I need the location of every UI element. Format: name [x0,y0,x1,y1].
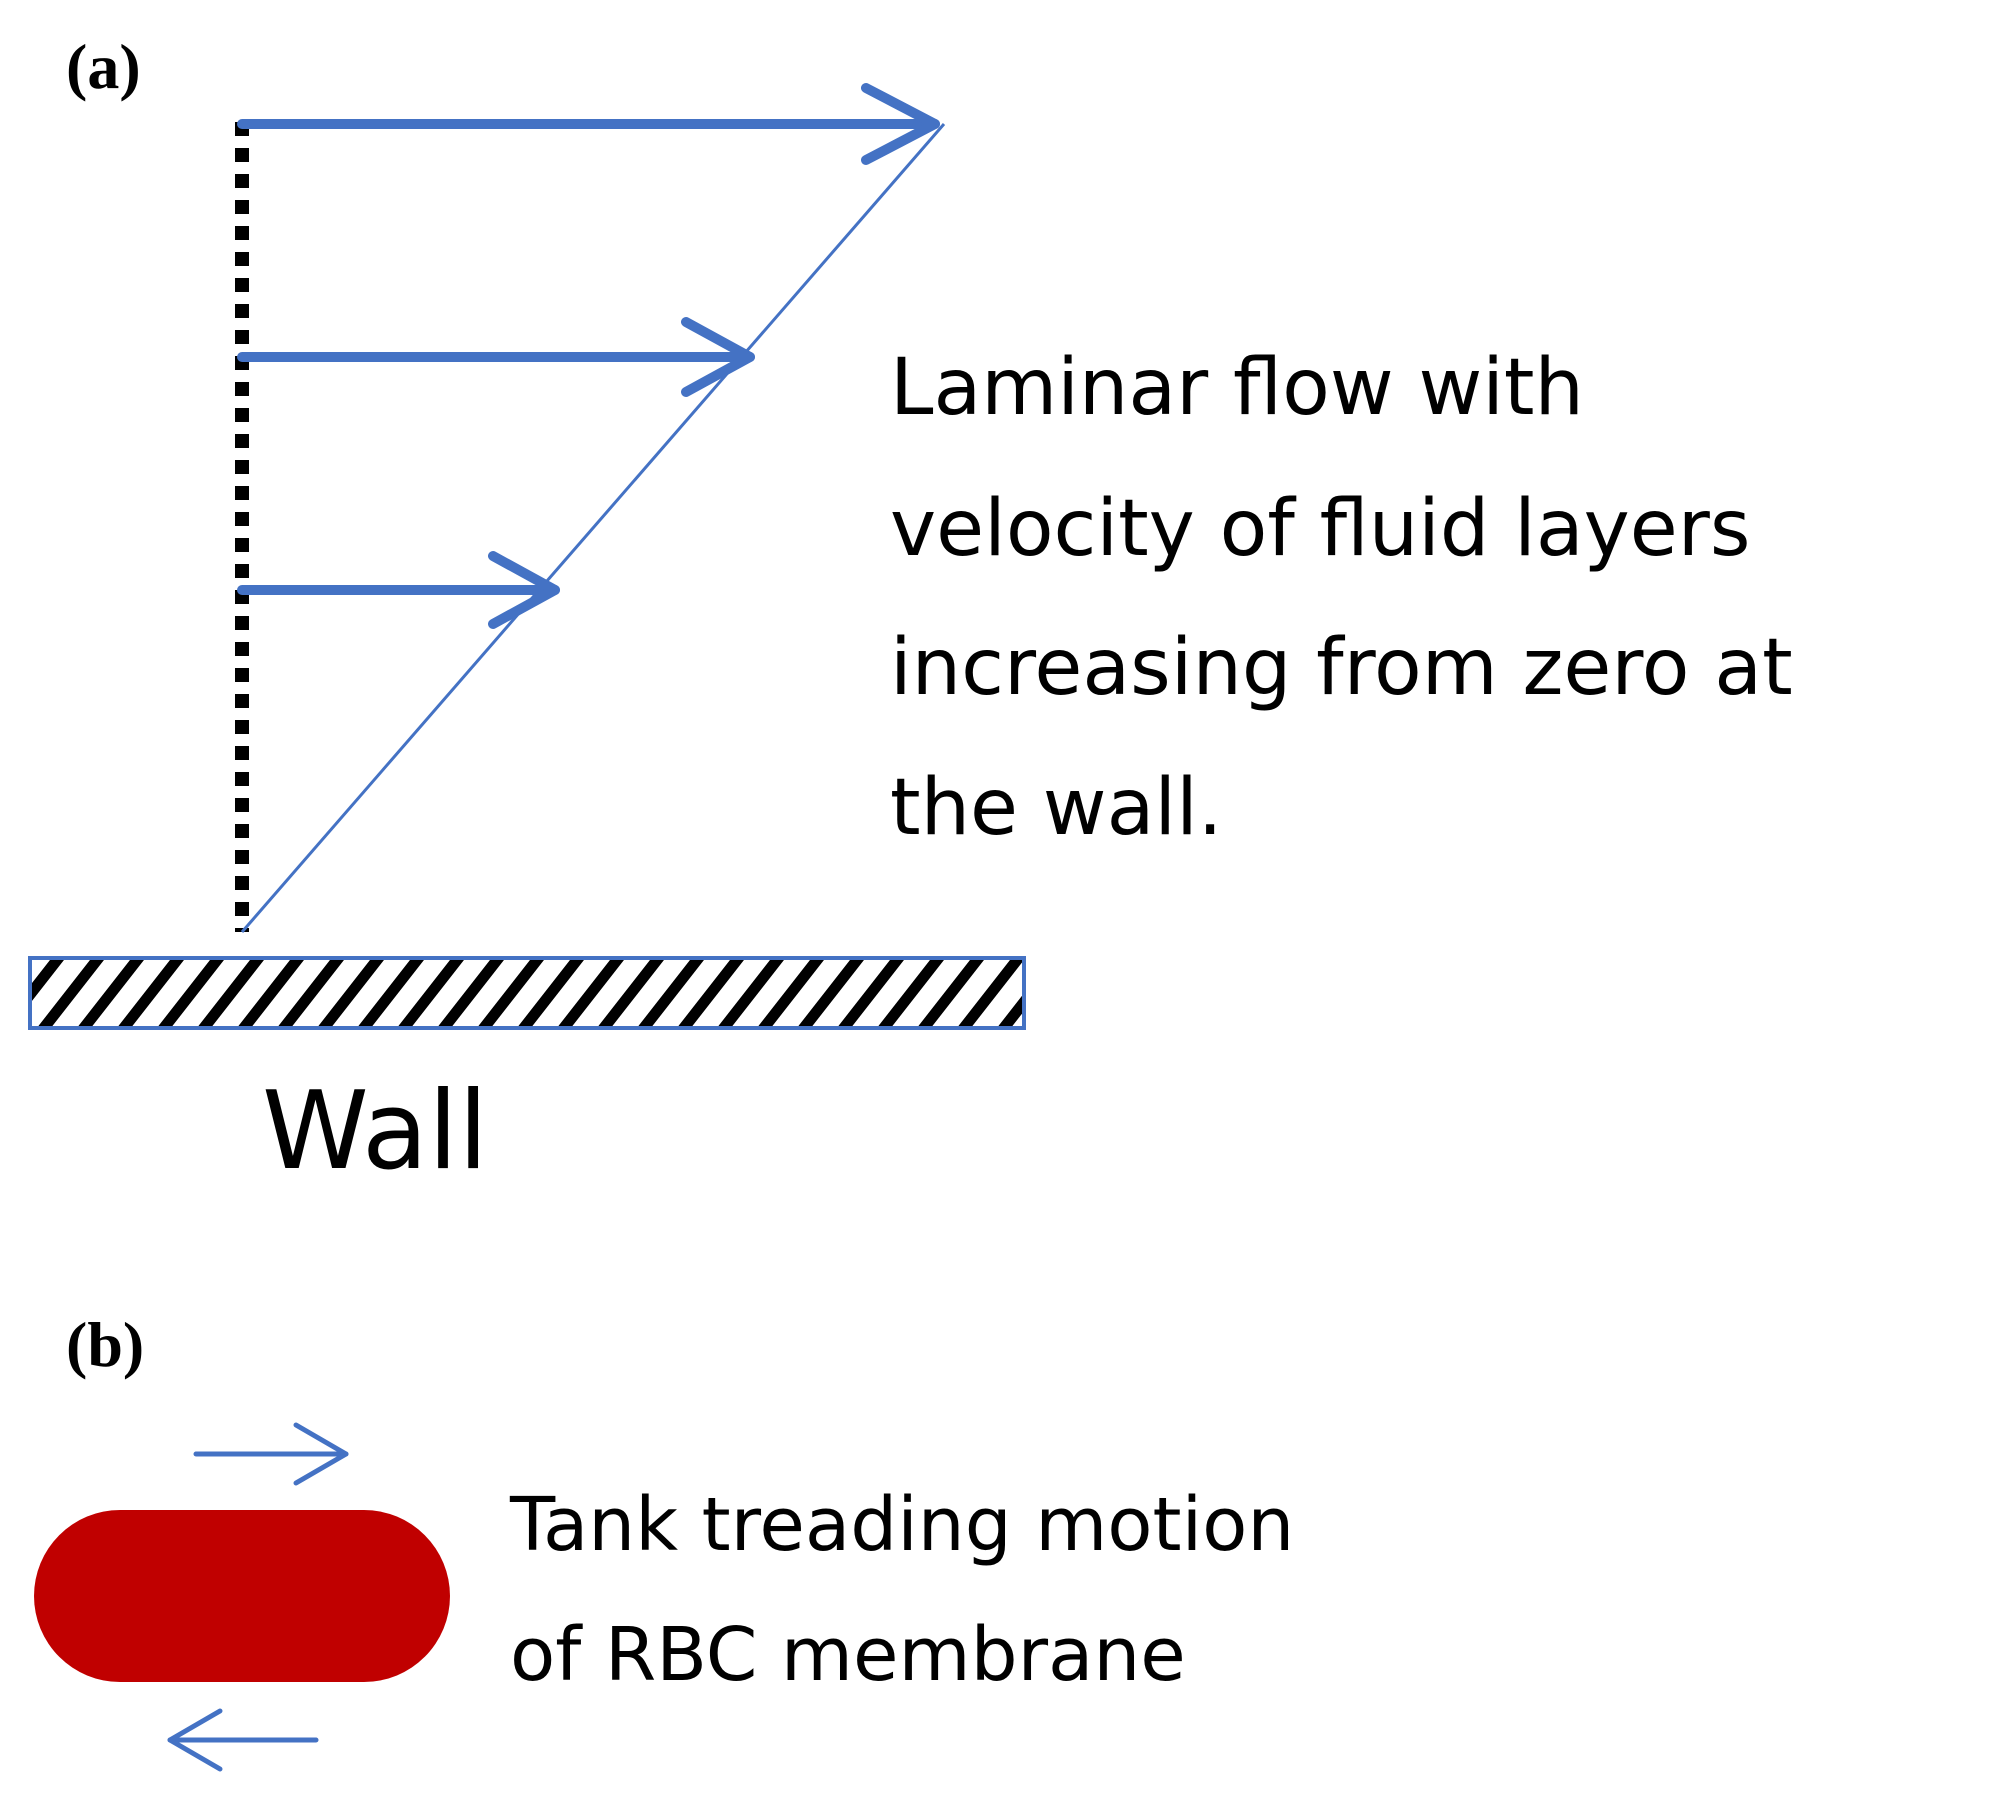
velocity-profile-line [240,123,946,933]
panel-a-caption-line-2: velocity of fluid layers [890,484,1750,574]
panel-a-caption: Laminar flow with velocity of fluid laye… [890,343,1793,853]
panel-a-label: (a) [66,31,141,102]
panel-a-caption-line-3: increasing from zero at [890,623,1793,713]
velocity-arrow-bottom [237,551,560,629]
panel-a-caption-line-4: the wall. [890,763,1223,853]
panel-a: (a) Wall Laminar flow with velocity of f… [28,31,1793,1194]
velocity-arrow-top [237,83,940,165]
wall-label: Wall [262,1069,488,1194]
velocity-arrow-middle [237,317,755,397]
tread-arrow-right [193,1422,349,1486]
panel-b-caption-line-1: Tank treading motion [509,1482,1294,1568]
rbc-cell [34,1510,450,1682]
tread-arrow-left [167,1708,319,1772]
panel-b-label: (b) [66,1309,144,1380]
wall [28,956,1026,1030]
panel-a-caption-line-1: Laminar flow with [890,343,1584,433]
panel-b-caption: Tank treading motion of RBC membrane [509,1482,1294,1698]
panel-b: (b) Tank treading motion of RBC membrane [34,1309,1294,1772]
panel-b-caption-line-2: of RBC membrane [510,1612,1186,1698]
